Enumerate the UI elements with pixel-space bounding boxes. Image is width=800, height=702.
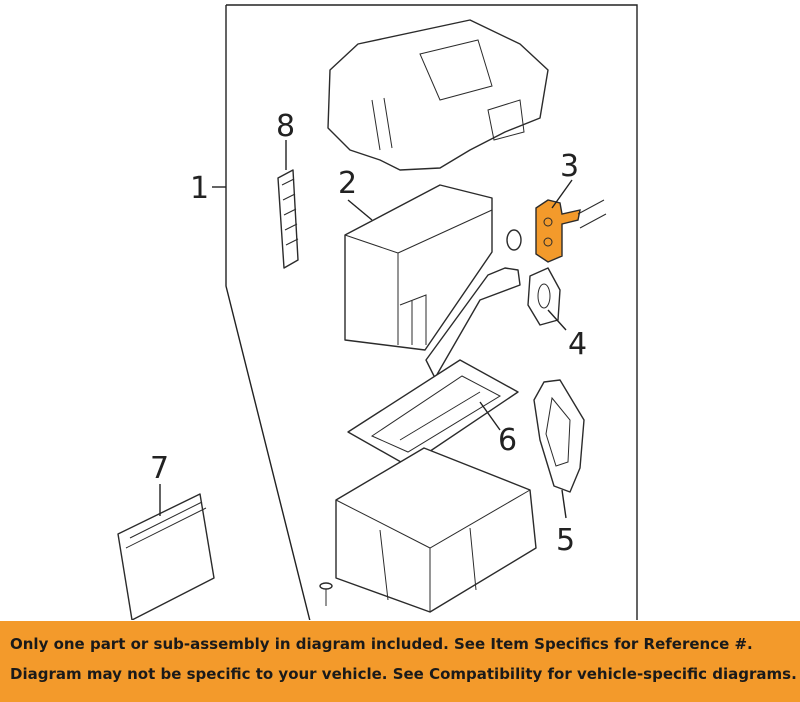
part-6-tray (347, 359, 519, 467)
parts-diagram: 1 2 3 4 5 6 7 8 (117, 4, 638, 620)
callout-8: 8 (276, 109, 295, 144)
part-7-filter (117, 493, 215, 620)
upper-housing (327, 19, 549, 171)
callout-7: 7 (150, 451, 169, 486)
disclaimer-line-1: Only one part or sub-assembly in diagram… (10, 635, 753, 653)
part-2-evaporator (344, 184, 522, 379)
part-3-expansion-valve (535, 199, 607, 263)
disclaimer-banner: Only one part or sub-assembly in diagram… (0, 621, 800, 702)
callout-5: 5 (556, 523, 575, 558)
callout-4: 4 (568, 327, 587, 362)
part-5-gasket (533, 379, 585, 493)
callout-3: 3 (560, 149, 579, 184)
assembly-frame (225, 4, 638, 620)
callout-1: 1 (190, 171, 209, 206)
part-8-slider (277, 169, 299, 269)
callout-2: 2 (338, 166, 357, 201)
part-4-grommet (527, 267, 561, 326)
leader-lines (159, 140, 573, 519)
lower-housing (335, 447, 537, 613)
screw (319, 582, 333, 606)
disclaimer-line-2: Diagram may not be specific to your vehi… (10, 665, 797, 683)
callout-6: 6 (498, 423, 517, 458)
